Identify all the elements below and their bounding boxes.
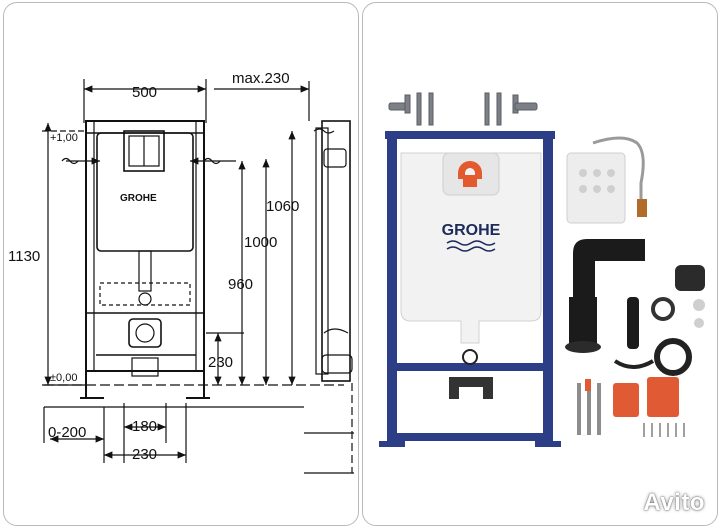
- dim-height-total: 1130: [8, 248, 40, 265]
- product-brand-logo: GROHE: [442, 222, 501, 239]
- product-photo-panel: GROHE: [362, 2, 718, 526]
- dim-width-180: 180: [132, 418, 157, 435]
- dim-height-960: 960: [228, 276, 253, 293]
- avito-watermark: Avito: [643, 489, 705, 517]
- dim-height-1060: 1060: [266, 198, 299, 215]
- technical-drawing: 500 max.230 +1,00 ±0,00 1130 1060 1000 9…: [8, 70, 354, 474]
- level-top-label: +1,00: [50, 132, 78, 144]
- watermark-text: Avito: [643, 489, 705, 516]
- dim-height-230: 230: [208, 354, 233, 371]
- technical-drawing-panel: 500 max.230 +1,00 ±0,00 1130 1060 1000 9…: [3, 2, 359, 526]
- dim-width-230: 230: [132, 446, 157, 463]
- drawing-brand-label: GROHE: [120, 193, 157, 204]
- dim-height-1000: 1000: [244, 234, 277, 251]
- dim-range-bottom: 0-200: [48, 424, 86, 441]
- product-photo: GROHE: [363, 79, 717, 457]
- dim-width-top: 500: [132, 84, 157, 101]
- dim-max-depth: max.230: [232, 70, 290, 87]
- level-floor-label: ±0,00: [50, 372, 77, 384]
